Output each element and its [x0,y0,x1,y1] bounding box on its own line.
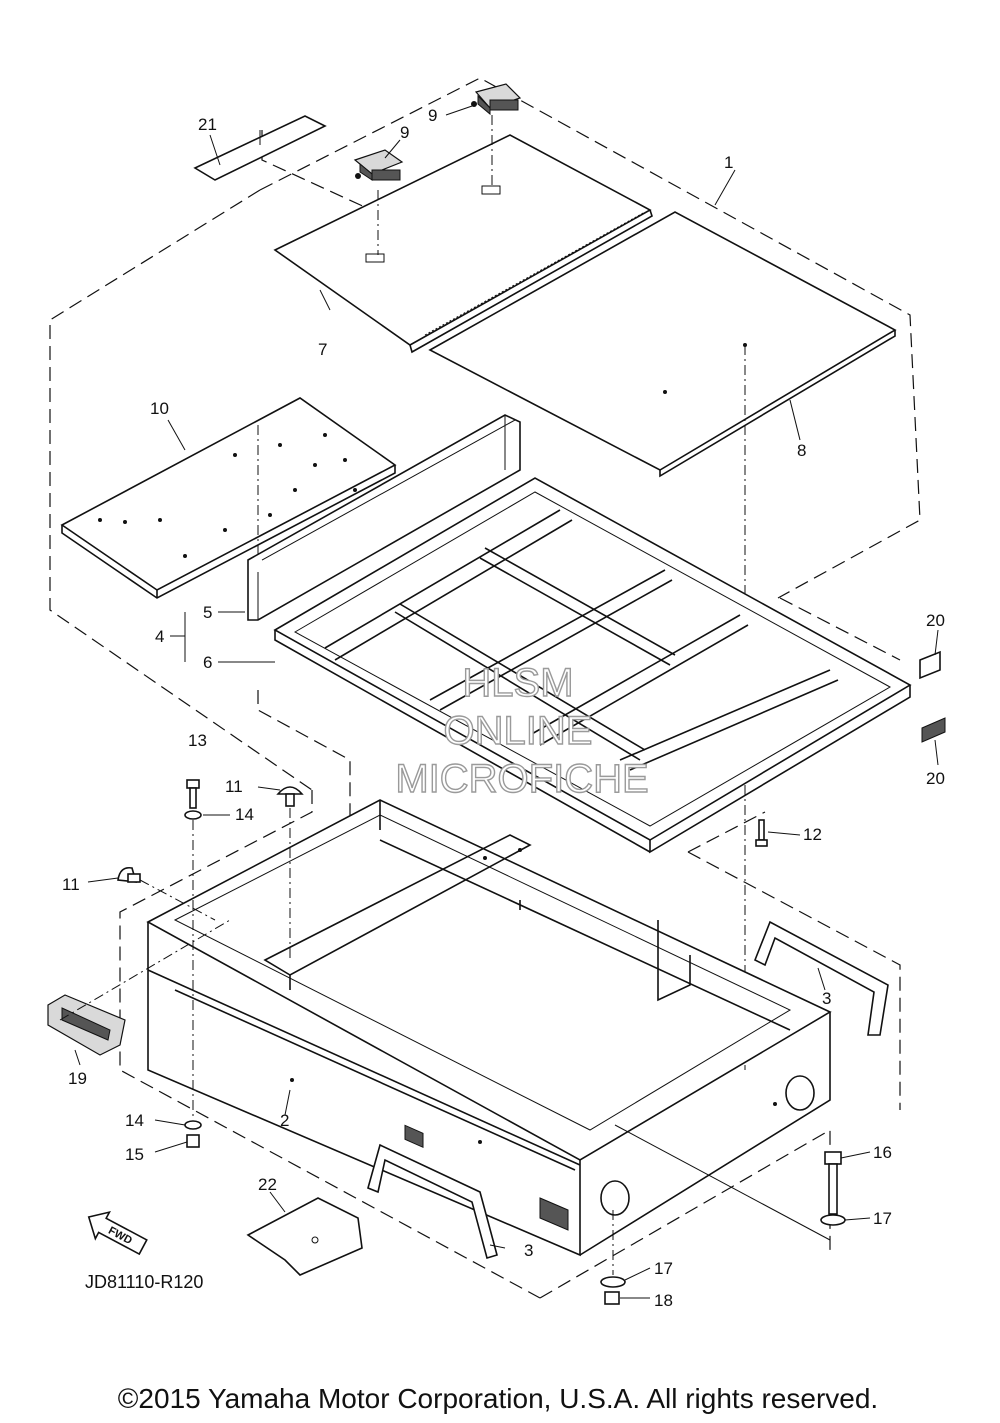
callout-4: 4 [155,627,164,646]
callout-21: 21 [198,115,217,134]
clip-part-11-top [276,786,304,807]
callout-22: 22 [258,1175,277,1194]
clip-part-11-left [117,866,141,883]
emblem-line [59,919,231,1021]
leader-lines [74,104,939,1299]
reflector-part-20 [919,650,946,743]
callout-2: 2 [280,1111,289,1130]
callout-14-bottom: 14 [125,1111,144,1130]
watermark-line-3: MICROFICHE [395,757,648,801]
plate-part-22 [246,1197,363,1276]
callout-1: 1 [724,153,733,172]
watermark-line-2: ONLINE [444,709,593,753]
watermark: HLSM ONLINE MICROFICHE [395,660,650,801]
watermark-line-1: HLSM [462,661,573,705]
callout-9-left: 9 [400,123,409,142]
lid-part-7 [273,115,653,354]
diagram-code: JD81110-R120 [85,1272,203,1292]
fastener-line-11b [139,879,216,921]
callout-11-left: 11 [62,875,80,894]
callout-13: 13 [188,731,207,750]
bed-crossmember [263,834,691,1002]
rail-part-3-right [753,920,889,1036]
cargo-bed-part-2 [146,799,832,1257]
nut-part-15 [186,1134,200,1148]
frame-part-6 [273,477,912,854]
callout-19: 19 [68,1069,87,1088]
callout-20-bottom: 20 [926,769,945,788]
latch-part-9-right [471,83,522,116]
rail-part-3-front [367,1143,498,1260]
bolt-line-16 [614,1124,831,1241]
nut-part-18 [604,1291,620,1305]
assembly-outline-2 [119,597,901,1299]
lid-panel-part-8 [428,211,897,1070]
callout-14-top: 14 [235,805,254,824]
bolt-part-13 [186,779,200,809]
bed-holes [290,848,777,1144]
washer-part-14-bottom [184,1120,202,1130]
callout-6: 6 [203,653,212,672]
callout-20-top: 20 [926,611,945,630]
callout-16: 16 [873,1143,892,1162]
callout-15: 15 [125,1145,144,1164]
callout-8: 8 [797,441,806,460]
latch-part-9-left [353,149,404,181]
copyright-notice: ©2015 Yamaha Motor Corporation, U.S.A. A… [118,1383,878,1414]
callout-9-right: 9 [428,106,437,125]
callout-3-right: 3 [822,989,831,1008]
frame-crossbars [324,509,839,771]
side-panel-part-5 [247,414,521,621]
washer-part-14-top [184,810,202,820]
washer-part-17-bottom [600,1276,626,1288]
fwd-arrow-icon: FWD [87,1210,148,1256]
rivet-part-12 [755,819,768,847]
bolt-part-16 [824,1151,842,1215]
callout-7: 7 [318,340,327,359]
callout-11-top: 11 [225,777,243,796]
washer-part-17-right [820,1214,846,1226]
callout-18: 18 [654,1291,673,1310]
callout-10: 10 [150,399,169,418]
callout-5: 5 [203,603,212,622]
callout-3-front: 3 [524,1241,533,1260]
callout-12: 12 [803,825,822,844]
callout-labels: 1 2 3 3 4 5 6 7 8 9 9 10 11 11 12 13 14 … [62,106,945,1310]
callout-17-bottom: 17 [654,1259,673,1278]
emblem-part-19 [47,994,126,1056]
label-part-21 [193,115,327,181]
callout-17-right: 17 [873,1209,892,1228]
